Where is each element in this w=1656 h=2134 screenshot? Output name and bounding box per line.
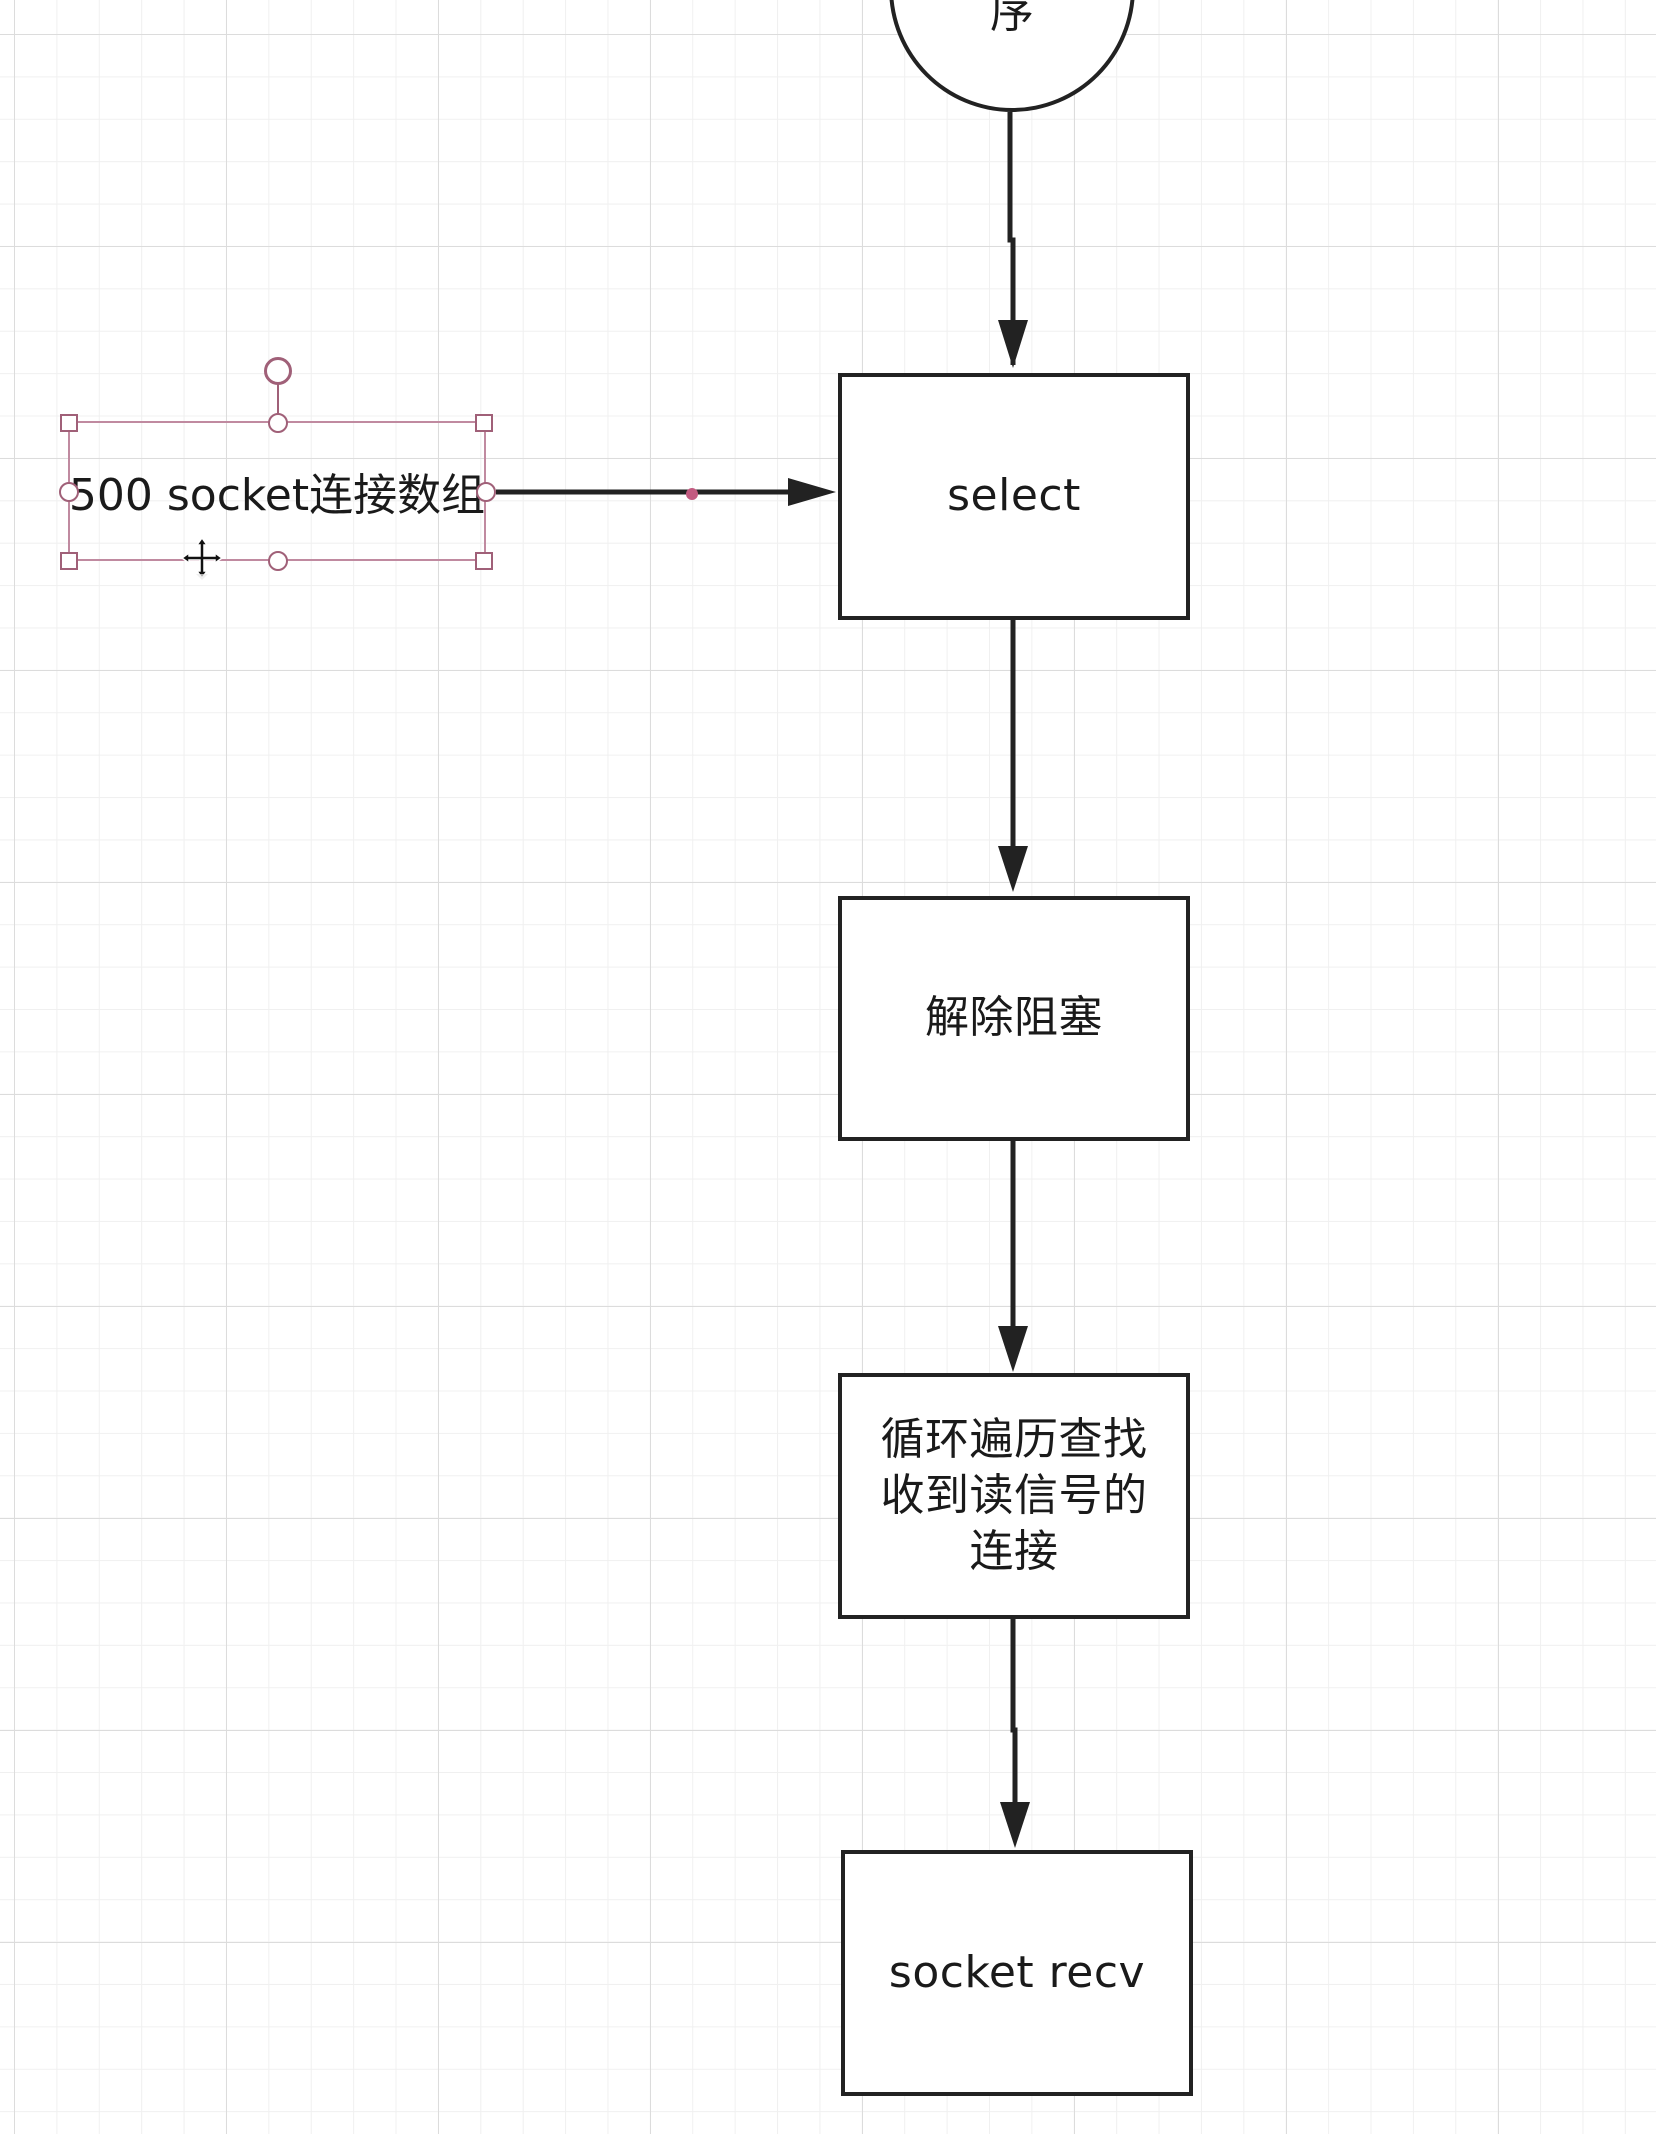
resize-handle-bottom-center[interactable] [268, 551, 288, 571]
socket-recv-node[interactable]: socket recv [841, 1850, 1193, 2096]
loop-search-node[interactable]: 循环遍历查找 收到读信号的 连接 [838, 1373, 1190, 1619]
arrowhead-unblock [998, 846, 1028, 892]
resize-handle-top-center[interactable] [268, 413, 288, 433]
resize-handle-bottom-left[interactable] [60, 552, 78, 570]
resize-handle-top-left[interactable] [60, 414, 78, 432]
socket-array-label[interactable]: 500 socket连接数组 [68, 421, 486, 561]
loop-search-node-label: 循环遍历查找 收到读信号的 连接 [880, 1413, 1148, 1578]
arrowhead-select-top [998, 320, 1028, 368]
select-node[interactable]: select [838, 373, 1190, 620]
unblock-node-label: 解除阻塞 [925, 992, 1103, 1044]
resize-handle-middle-right[interactable] [476, 482, 496, 502]
rotation-handle[interactable] [264, 357, 292, 385]
edge-start-to-select[interactable] [1007, 112, 1016, 365]
select-node-label: select [947, 470, 1081, 522]
start-node-label: 序 [990, 0, 1034, 38]
resize-handle-top-right[interactable] [475, 414, 493, 432]
resize-handle-middle-left[interactable] [59, 482, 79, 502]
arrowhead-select-left [788, 478, 836, 506]
arrowhead-loop [998, 1326, 1028, 1372]
edge-loop-to-recv[interactable] [1010, 1618, 1018, 1806]
move-cursor-icon [180, 536, 224, 580]
unblock-node[interactable]: 解除阻塞 [838, 896, 1190, 1141]
arrowhead-recv [1000, 1802, 1030, 1848]
resize-handle-bottom-right[interactable] [475, 552, 493, 570]
socket-array-label-text: 500 socket连接数组 [68, 470, 486, 521]
rotation-handle-stem [277, 382, 279, 422]
socket-recv-node-label: socket recv [888, 1946, 1146, 1998]
edge-midpoint-handle[interactable] [686, 488, 698, 500]
